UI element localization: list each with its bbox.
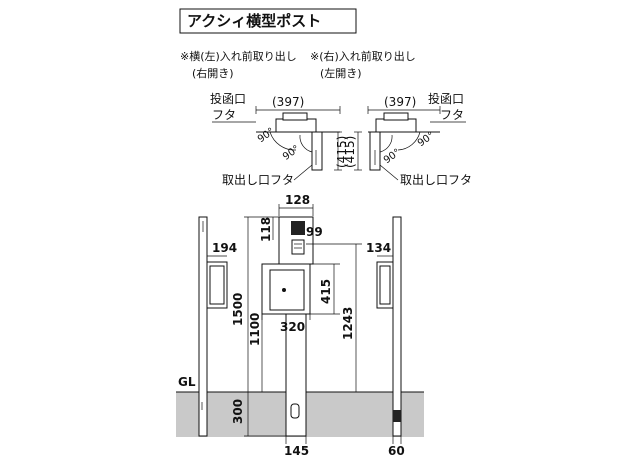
height-left-detail: (415) bbox=[335, 136, 349, 168]
top-width-right: (397) bbox=[384, 95, 416, 109]
note-right-line2: (左開き) bbox=[320, 67, 362, 80]
inlet-lid-left-label-1: 投函口 bbox=[210, 91, 246, 106]
box-height: 415 bbox=[319, 279, 333, 304]
page-title: アクシィ横型ポスト bbox=[187, 12, 321, 30]
box-top-height: 1243 bbox=[341, 307, 355, 340]
inlet-lid-left-label-2: フタ bbox=[212, 108, 236, 122]
angle-right-a: 90° bbox=[416, 130, 437, 149]
height-right-detail: (415) bbox=[343, 136, 357, 168]
detail-right: (397) 投函口 フタ 90° 90° (415) 取出し口フタ bbox=[343, 91, 472, 187]
inlet-lid-right-label-2: フタ bbox=[440, 108, 464, 122]
embed-depth: 300 bbox=[231, 399, 245, 424]
detail-left: 投函口 フタ (397) 90° 90° (415) 取出し口フタ bbox=[210, 91, 349, 187]
box-width: 320 bbox=[280, 320, 305, 334]
intercom-panel bbox=[291, 221, 305, 235]
outlet-lid-left-label: 取出し口フタ bbox=[222, 173, 294, 187]
top-width-left: (397) bbox=[272, 95, 304, 109]
gl-label: GL bbox=[178, 375, 196, 389]
note-left-line1: ※横(左)入れ前取り出し bbox=[180, 49, 297, 63]
side-right-base: 60 bbox=[388, 444, 405, 458]
inlet-lid-right-label-1: 投函口 bbox=[428, 91, 464, 106]
intercom-offset: 99 bbox=[306, 225, 323, 239]
post-width-top: 128 bbox=[285, 193, 310, 207]
side-left-depth: 194 bbox=[212, 241, 237, 255]
post-cap-height: 118 bbox=[259, 217, 273, 242]
title-frame bbox=[179, 8, 357, 34]
side-right-depth: 134 bbox=[366, 241, 391, 255]
front-view: 128 118 99 1500 1100 320 415 1243 300 bbox=[231, 193, 362, 458]
outlet-lid-right-label: 取出し口フタ bbox=[400, 173, 472, 187]
angle-left-b: 90° bbox=[281, 144, 302, 163]
note-left-line2: (右開き) bbox=[192, 66, 234, 80]
box-bottom-height: 1100 bbox=[248, 313, 262, 346]
post-base-width: 145 bbox=[284, 444, 309, 458]
total-height: 1500 bbox=[231, 293, 245, 326]
note-right-line1: ※(右)入れ前取り出し bbox=[310, 49, 416, 63]
angle-left-a: 90° bbox=[256, 126, 277, 145]
side-view-right: 134 60 bbox=[366, 216, 405, 458]
side-view-left: 194 bbox=[198, 216, 237, 437]
